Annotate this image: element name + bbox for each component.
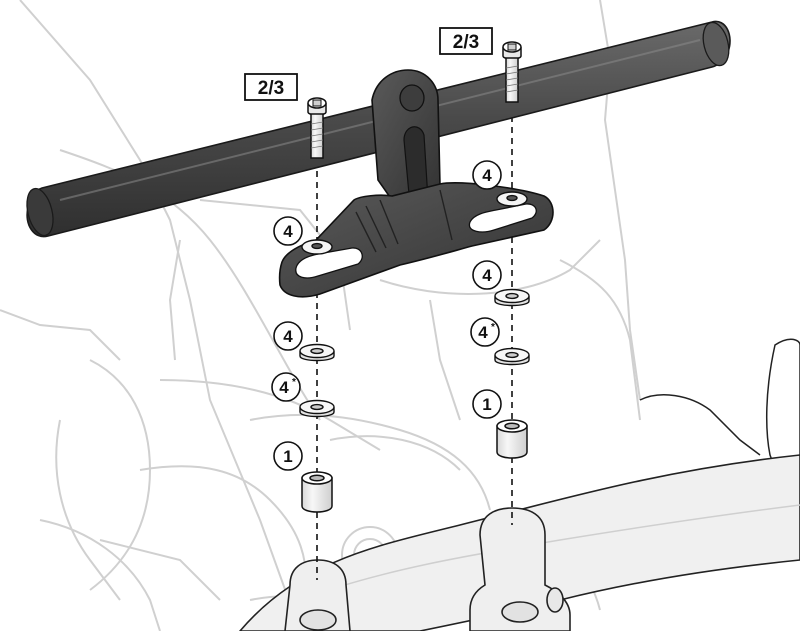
bolt-label-left: 2/3 <box>244 73 298 101</box>
bolt-icon <box>502 41 522 103</box>
washer-icon <box>494 288 530 307</box>
bolt-icon <box>307 97 327 159</box>
svg-text:*: * <box>491 322 495 333</box>
svg-text:2/3: 2/3 <box>453 32 479 53</box>
handlebar-clamp-left <box>284 559 351 631</box>
callout-right-washer-upper: 4 <box>472 160 502 190</box>
svg-text:1: 1 <box>482 395 491 414</box>
svg-text:2/3: 2/3 <box>258 78 284 99</box>
svg-text:1: 1 <box>283 447 292 466</box>
spacer-icon <box>496 419 528 459</box>
callout-right-spacer: 1 <box>472 389 502 419</box>
svg-text:4: 4 <box>478 323 488 342</box>
callout-left-washer-middle: 4 <box>273 321 303 351</box>
svg-text:4: 4 <box>482 166 492 185</box>
svg-text:4: 4 <box>279 378 289 397</box>
washer-icon <box>496 191 528 207</box>
handlebar-clamp-right <box>469 507 571 631</box>
svg-text:4: 4 <box>283 327 293 346</box>
callout-left-washer-optional: 4 * <box>271 372 301 402</box>
washer-icon <box>299 399 335 418</box>
washer-icon <box>494 347 530 366</box>
alignment-lines <box>316 105 513 580</box>
svg-text:4: 4 <box>283 222 293 241</box>
callout-right-washer-middle: 4 <box>472 260 502 290</box>
callout-left-washer-upper: 4 <box>273 216 303 246</box>
spacer-icon <box>301 471 333 513</box>
right-mirror-outline <box>639 338 800 475</box>
washer-icon <box>301 239 333 255</box>
bracket-icon <box>278 69 554 298</box>
svg-text:4: 4 <box>482 266 492 285</box>
callout-right-washer-optional: 4 * <box>470 317 500 347</box>
callout-left-spacer: 1 <box>273 441 303 471</box>
washer-icon <box>299 343 335 362</box>
svg-text:*: * <box>292 377 296 388</box>
bolt-label-right: 2/3 <box>439 27 493 55</box>
